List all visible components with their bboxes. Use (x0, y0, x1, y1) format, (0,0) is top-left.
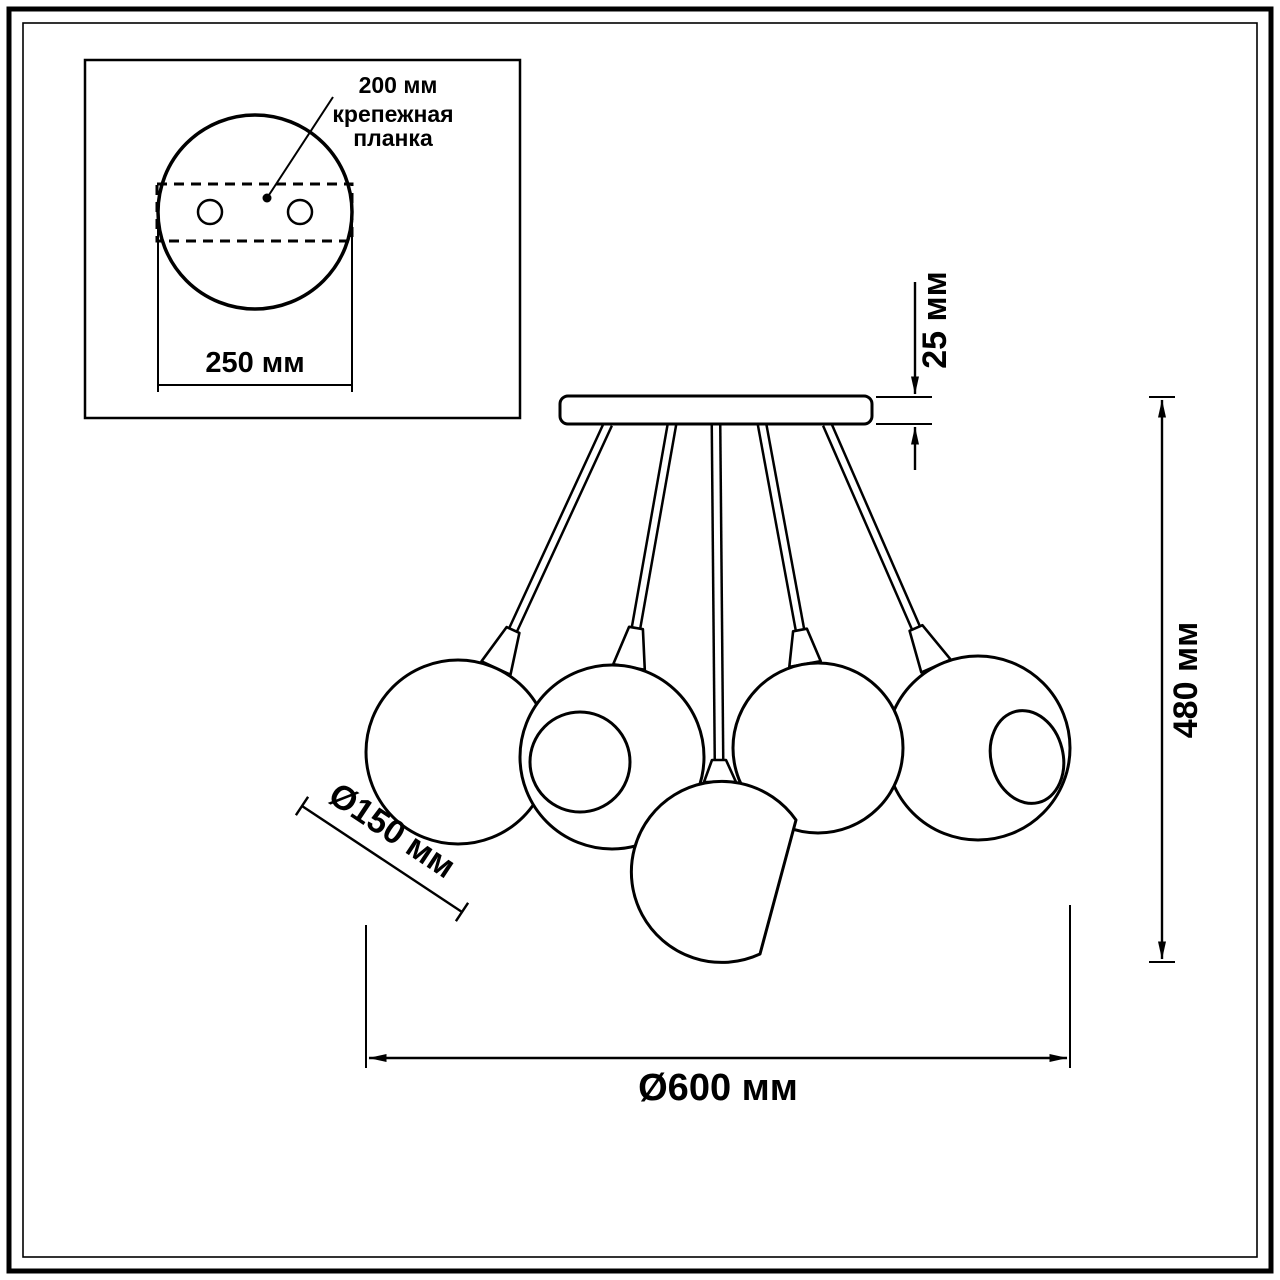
sockets (480, 623, 953, 784)
socket-2 (611, 625, 647, 672)
rod-1-core (510, 422, 611, 632)
dim-200-label: 200 мм (359, 72, 438, 98)
screw-hole-right (286, 198, 314, 226)
rod-4-core (759, 423, 803, 631)
inner-frame (22, 22, 1258, 1258)
dim-150-line (301, 804, 463, 914)
mounting-inset: 200 мм крепежная планка 250 мм (83, 58, 522, 420)
rod-2-core (633, 423, 675, 629)
rods (508, 421, 922, 761)
shade-3 (629, 779, 798, 964)
rod-5-core (824, 422, 919, 630)
dim-480-label: 480 мм (1167, 622, 1205, 738)
dim-total-height: 480 мм (1149, 396, 1205, 963)
dim-25-label: 25 мм (916, 271, 954, 369)
socket-3 (702, 758, 738, 784)
dim-150-tick-end (454, 902, 470, 922)
bracket-label-line1: крепежная (332, 101, 453, 127)
shade-2-opening (528, 710, 632, 814)
dim-total-width: Ø600 мм (365, 905, 1071, 1109)
shade-4 (731, 661, 905, 835)
dim-canopy-height: 25 мм (876, 271, 954, 470)
outer-frame (6, 6, 1274, 1274)
bracket-label-line2: планка (353, 125, 433, 151)
dim-250-label: 250 мм (205, 347, 304, 379)
leader-line (266, 96, 334, 199)
dim-plate-diameter: 250 мм (157, 218, 353, 392)
chandelier (364, 394, 1072, 964)
shade-5-opening (988, 709, 1066, 805)
rod-3-core (713, 423, 722, 761)
dim-150-tick-start (294, 796, 310, 816)
screw-hole-left (196, 198, 224, 226)
ceiling-canopy (558, 394, 874, 426)
shades (364, 654, 1072, 964)
socket-4 (787, 627, 823, 669)
dim-600-label: Ø600 мм (638, 1067, 798, 1109)
mounting-bracket-outline (155, 182, 354, 243)
